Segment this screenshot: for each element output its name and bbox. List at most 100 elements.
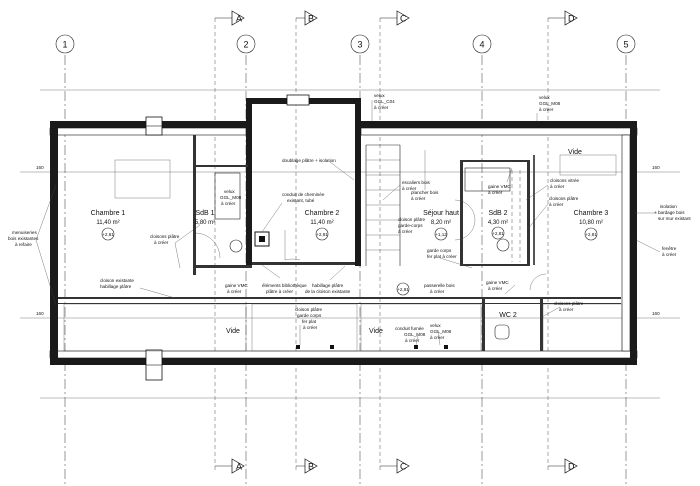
- annotation-velux-top-c: velux GGL_C04 à créer: [371, 93, 395, 122]
- svg-text:GGL_M08: GGL_M08: [220, 195, 242, 200]
- svg-text:1: 1: [62, 40, 67, 50]
- svg-text:à créer: à créer: [550, 184, 565, 189]
- svg-text:GGL_M08: GGL_M08: [404, 332, 426, 337]
- svg-text:à créer: à créer: [374, 105, 389, 110]
- room-area-chambre-1: 11,40 m²: [96, 220, 119, 226]
- svg-text:de la cloison existante: de la cloison existante: [305, 289, 351, 294]
- annotation-escalier: escaliers bois à créer: [382, 180, 431, 201]
- svg-text:gaine VMC: gaine VMC: [225, 283, 248, 288]
- svg-text:habillage plâtre: habillage plâtre: [312, 283, 344, 288]
- outer-walls: [49, 98, 638, 365]
- svg-text:B: B: [308, 462, 314, 472]
- svg-text:garde corps: garde corps: [297, 313, 322, 318]
- svg-text:à créer: à créer: [398, 229, 413, 234]
- dim-left-bottom: 160: [36, 311, 44, 316]
- interior-partitions: [58, 135, 623, 352]
- annotation-velux-sdb1: velux GGL_M08 à créer: [220, 189, 242, 206]
- svg-text:à créer: à créer: [405, 338, 420, 343]
- dim-right-top: 160: [652, 165, 660, 170]
- grid-axis-1: 1: [55, 34, 75, 54]
- room-name-sdb-1: SdB 1: [195, 210, 214, 217]
- svg-text:habillage plâtre: habillage plâtre: [100, 284, 132, 289]
- svg-text:cloisons plâtre: cloisons plâtre: [150, 234, 180, 239]
- svg-text:+ bardage bois: + bardage bois: [654, 210, 685, 215]
- section-marker-a-top: A: [215, 10, 245, 26]
- svg-text:à créer: à créer: [303, 325, 318, 330]
- annotation-velux-bas: velux GGL_M08 à créer: [430, 323, 452, 346]
- annotation-gaine-wc: gaine VMC à créer: [486, 280, 516, 295]
- section-marker-d-bottom: D: [548, 458, 578, 474]
- section-marker-c-top: C: [380, 10, 410, 26]
- annotation-isolation-right: isolation + bardage bois sur mur existan…: [634, 204, 691, 221]
- svg-text:cloisons vitrée: cloisons vitrée: [550, 178, 580, 183]
- svg-text:à créer: à créer: [221, 201, 236, 206]
- svg-text:cloisons plâtre: cloisons plâtre: [549, 196, 579, 201]
- svg-text:cloison plâtre: cloison plâtre: [295, 307, 323, 312]
- annotation-cloison-existante: cloison existante habillage plâtre: [100, 278, 176, 299]
- svg-text:gaine VMC: gaine VMC: [486, 280, 509, 285]
- room-area-sejour-haut: 8,20 m²: [431, 220, 451, 226]
- svg-text:à créer: à créer: [430, 289, 445, 294]
- svg-text:existant, tubé: existant, tubé: [287, 198, 315, 203]
- annotation-fenetre: fenêtre à créer: [635, 239, 677, 257]
- grid-axis-5: 5: [616, 34, 636, 54]
- roof-window-chambre2: [286, 94, 310, 106]
- room-name-chambre-1: Chambre 1: [91, 210, 126, 217]
- svg-text:velux: velux: [539, 95, 550, 100]
- annotation-cloison-vitree: cloisons vitrée à créer: [525, 178, 580, 201]
- svg-text:à créer: à créer: [539, 107, 554, 112]
- svg-text:plâtre à créer: plâtre à créer: [266, 289, 294, 294]
- annotation-elements-bibliotheque: éléments bibliothèque plâtre à créer: [261, 264, 307, 294]
- annotation-cloison-wc: cloisons plâtre à créer: [539, 301, 584, 319]
- svg-text:fenêtre: fenêtre: [662, 246, 677, 251]
- room-level-chambre-2: +2,81: [316, 232, 328, 237]
- svg-text:à créer: à créer: [549, 202, 564, 207]
- annotation-conduit-fumee: conduit fumée GGL_M08 à créer: [395, 326, 426, 346]
- svg-text:à créer: à créer: [227, 289, 242, 294]
- section-marker-c-bottom: C: [380, 458, 410, 474]
- svg-text:garde-corps: garde-corps: [398, 223, 423, 228]
- svg-text:menuiseries: menuiseries: [12, 230, 37, 235]
- room-name-sejour-haut: Séjour haut: [423, 210, 459, 217]
- svg-text:plancher bois: plancher bois: [411, 190, 439, 195]
- landing-level: +2,81: [397, 287, 409, 292]
- annotation-cloison-platre-right: cloisons plâtre à créer: [526, 196, 579, 231]
- dim-right-bottom: 160: [652, 311, 660, 316]
- section-marker-b-top: B: [296, 10, 318, 26]
- svg-text:isolation: isolation: [660, 204, 677, 209]
- void-label-left: Vide: [226, 328, 240, 335]
- svg-text:A: A: [236, 462, 242, 472]
- grid-axis-4: 4: [472, 34, 492, 54]
- svg-text:éléments bibliothèque: éléments bibliothèque: [262, 283, 307, 288]
- annotation-doublage: doublage plâtre + isolation: [282, 158, 355, 181]
- annotation-garde-corps: garde corps fer plat à créer: [427, 248, 473, 269]
- svg-text:à créer: à créer: [154, 240, 169, 245]
- annotation-habillage: habillage plâtre de la cloison existante: [305, 265, 351, 294]
- room-area-sdb-2: 4,30 m²: [488, 220, 508, 226]
- svg-text:à créer: à créer: [488, 190, 503, 195]
- grid-axis-2: 2: [236, 34, 256, 54]
- room-level-chambre-3: +2,81: [585, 232, 597, 237]
- svg-text:D: D: [568, 14, 575, 24]
- annotation-gaine-sdb2: gaine VMC à créer: [488, 167, 513, 195]
- svg-text:velux: velux: [374, 93, 385, 98]
- svg-text:4: 4: [479, 40, 484, 50]
- svg-text:à créer: à créer: [411, 196, 426, 201]
- grid-axes: [20, 55, 680, 486]
- room-name-sdb-2: SdB 2: [488, 210, 507, 217]
- svg-text:GGL_M08: GGL_M08: [539, 101, 561, 106]
- dim-left-top: 160: [36, 165, 44, 170]
- svg-text:cloison plâtre: cloison plâtre: [398, 217, 426, 222]
- svg-text:à créer: à créer: [488, 286, 503, 291]
- annotation-cloison-garde-corps: cloison plâtre garde-corps à créer: [398, 217, 426, 234]
- svg-text:sur mur existant: sur mur existant: [658, 216, 691, 221]
- svg-text:escaliers bois: escaliers bois: [402, 180, 431, 185]
- room-level-chambre-1: +2,81: [102, 232, 114, 237]
- annotation-cloison-platre-left: cloisons plâtre à créer: [150, 224, 201, 269]
- grid-axis-3: 3: [350, 34, 370, 54]
- svg-text:cloisons plâtre: cloisons plâtre: [554, 301, 584, 306]
- svg-text:3: 3: [357, 40, 362, 50]
- svg-text:à créer: à créer: [559, 307, 574, 312]
- section-marker-a-bottom: A: [215, 458, 245, 474]
